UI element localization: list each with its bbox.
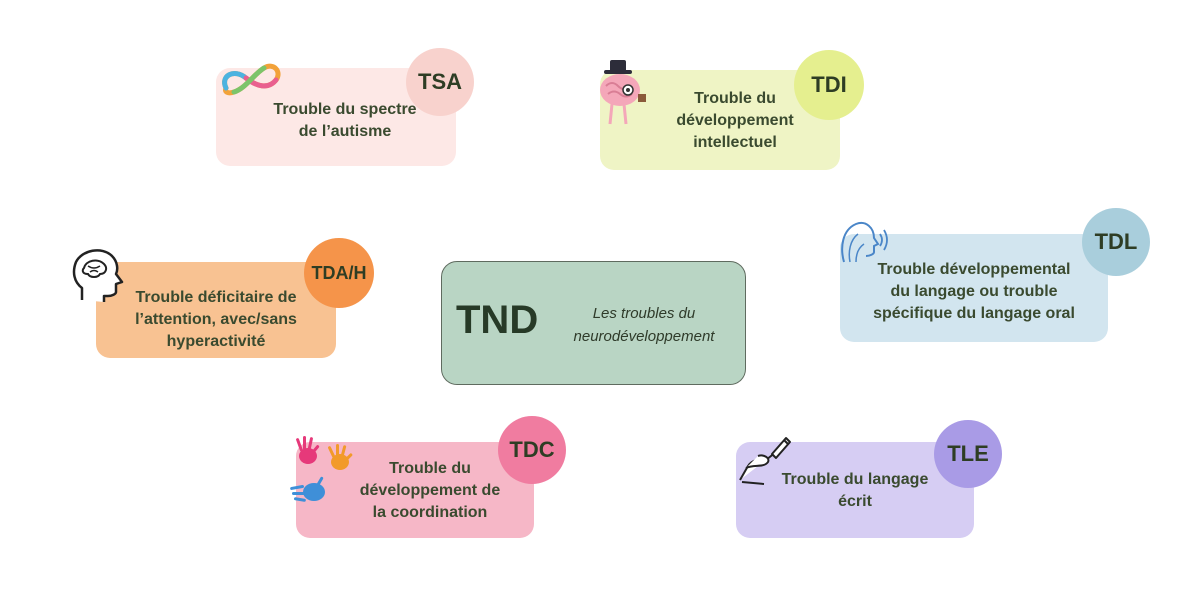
infinity-icon (218, 58, 284, 107)
head-brain-icon (68, 246, 124, 309)
node-label-tle: Trouble du langage écrit (781, 471, 929, 510)
writing-hand-icon (734, 432, 792, 491)
brain-character-icon (594, 58, 656, 135)
node-badge-tsa: TSA (406, 48, 474, 116)
node-label-tdah: Trouble déficitaire de l’attention, avec… (135, 289, 297, 350)
node-badge-tdc: TDC (498, 416, 566, 484)
center-node-tnd: TND Les troubles du neurodéveloppement (441, 261, 746, 385)
node-label-tdi: Trouble du développement intellectuel (676, 90, 794, 151)
node-badge-tdi: TDI (794, 50, 864, 120)
node-label-tsa: Trouble du spectre de l’autisme (273, 101, 417, 140)
node-badge-tdah: TDA/H (304, 238, 374, 308)
center-acronym: TND (456, 298, 539, 342)
center-subtitle: Les troubles du neurodéveloppement (573, 305, 715, 345)
node-label-tdc: Trouble du développement de la coordinat… (359, 460, 501, 521)
hands-icon (284, 436, 360, 515)
node-label-tdl: Trouble développemental du langage ou tr… (873, 261, 1075, 322)
node-card-tdah: Trouble déficitaire de l’attention, avec… (96, 262, 336, 358)
node-badge-tdl: TDL (1082, 208, 1150, 276)
node-badge-tle: TLE (934, 420, 1002, 488)
speaking-head-icon (838, 218, 890, 271)
node-card-tdl: Trouble développemental du langage ou tr… (840, 234, 1108, 342)
